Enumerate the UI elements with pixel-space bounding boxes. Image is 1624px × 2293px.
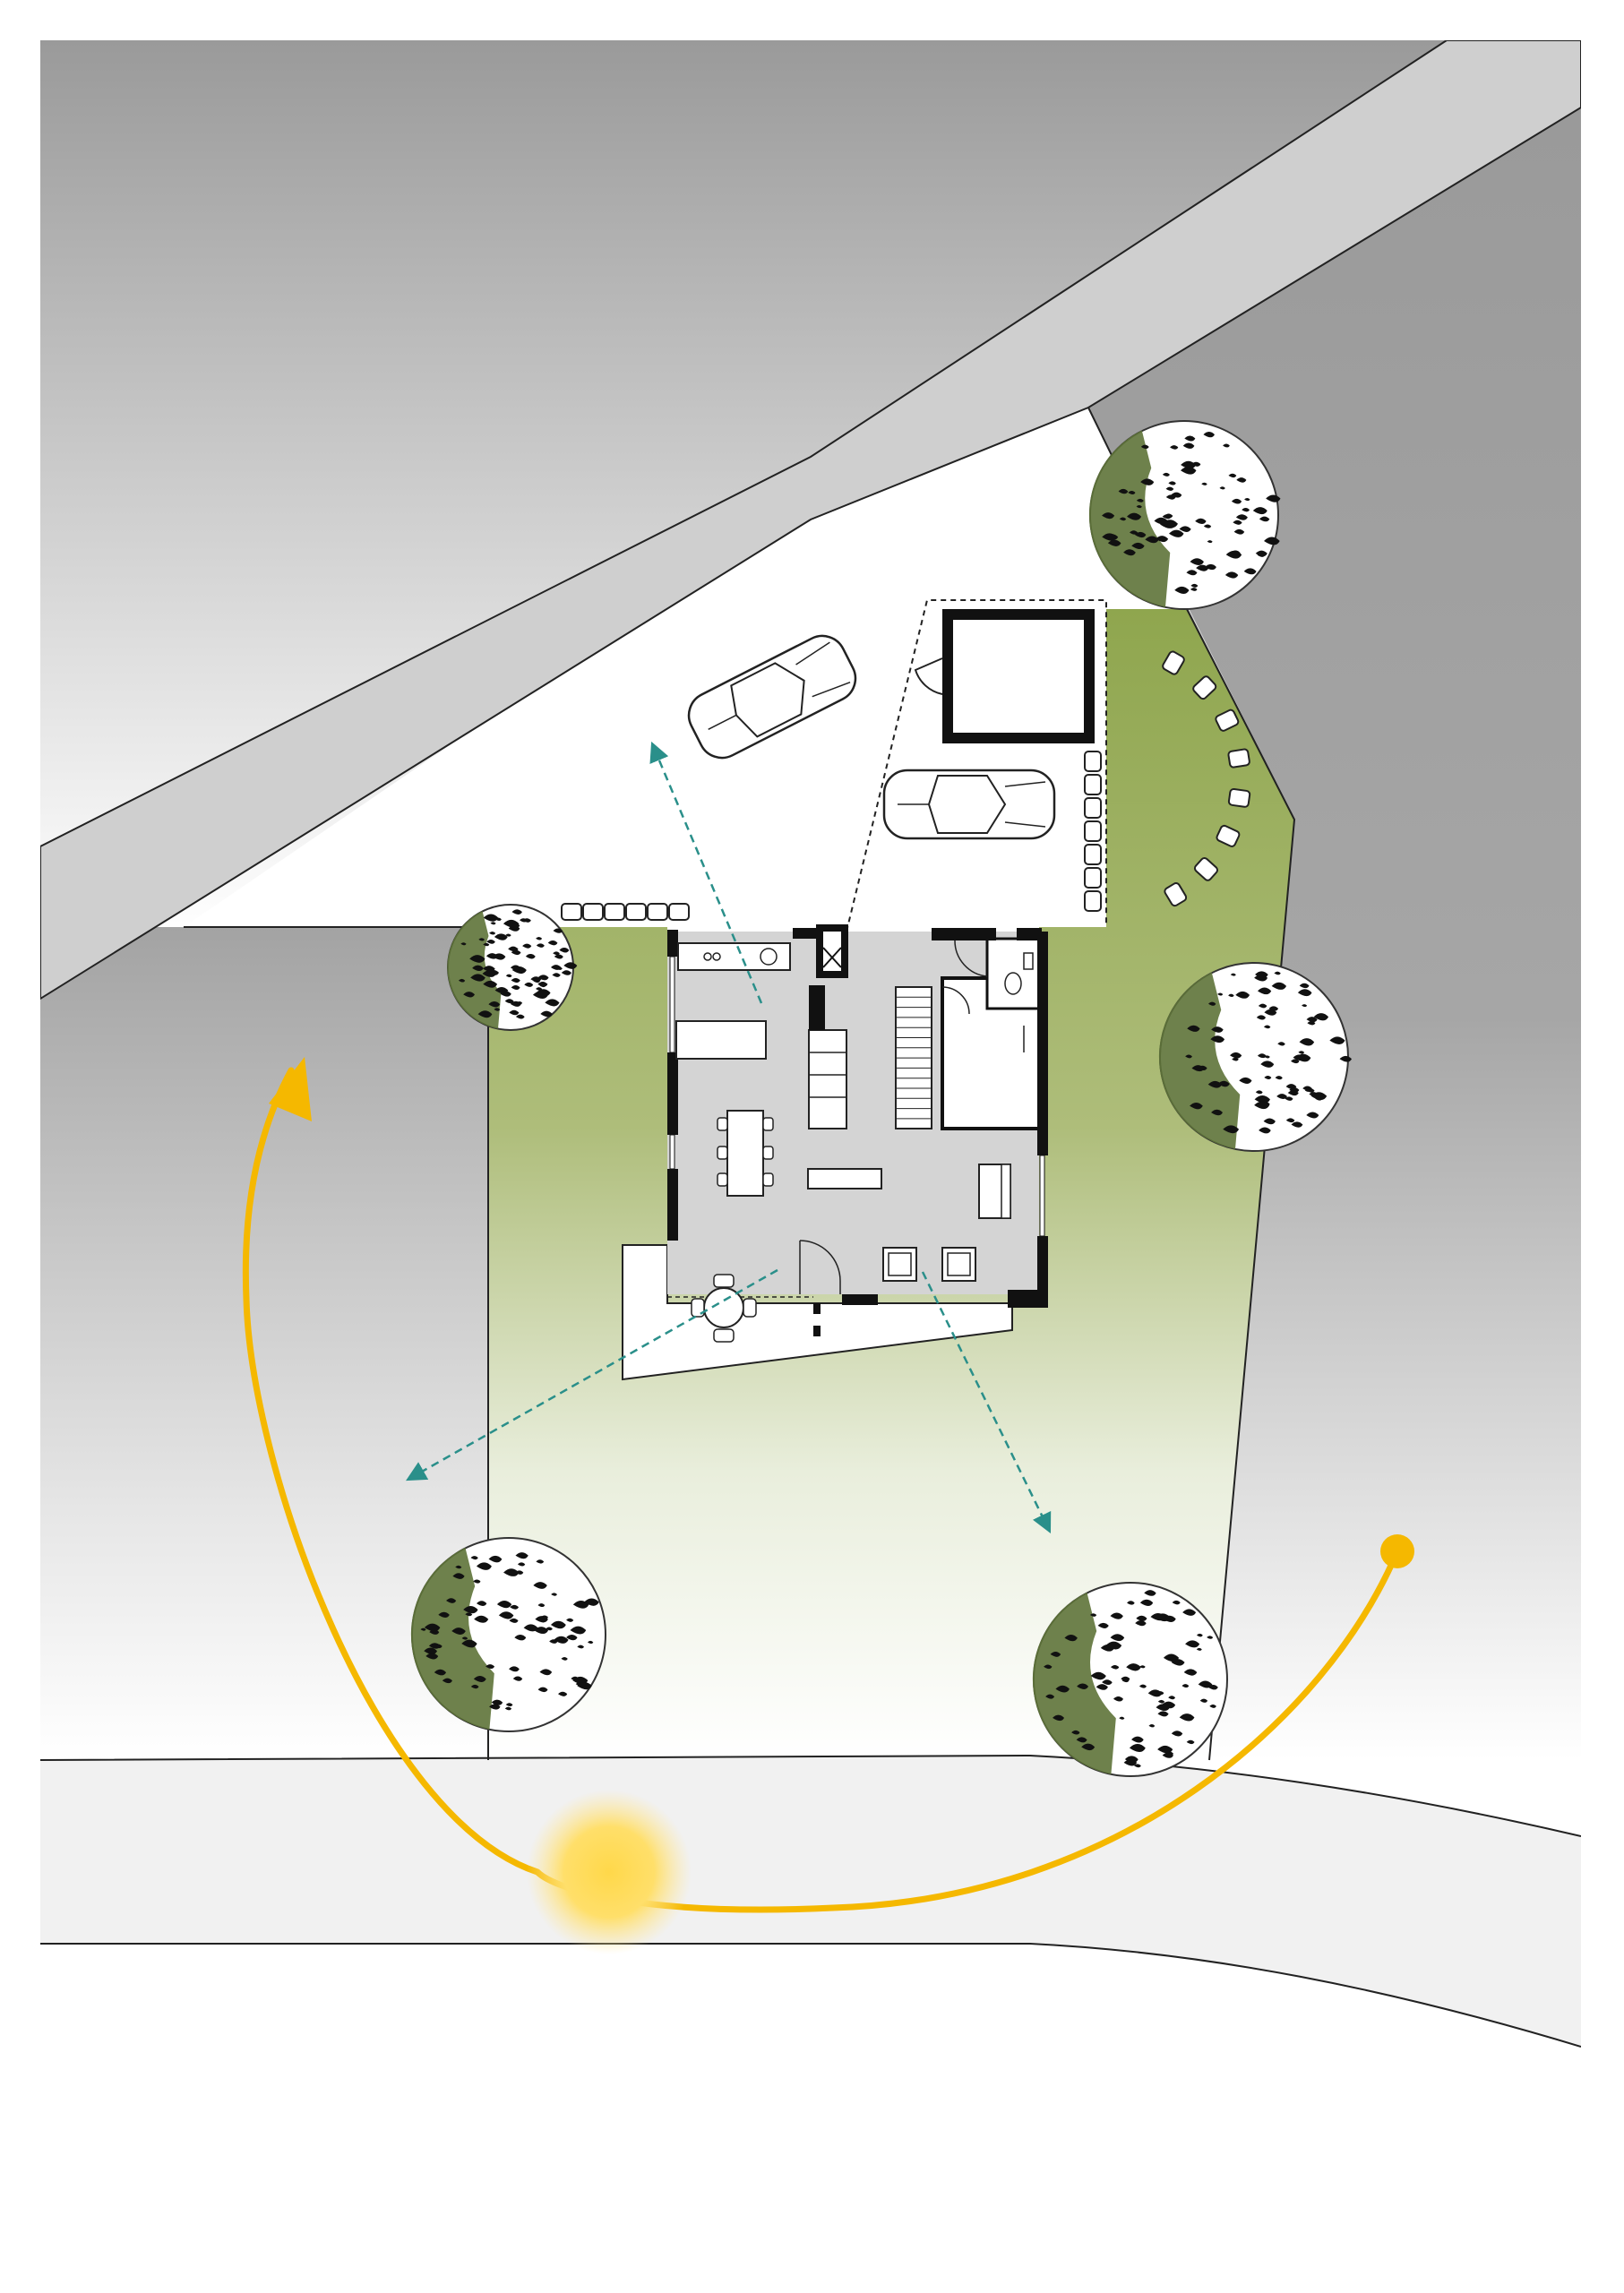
staircase bbox=[895, 986, 932, 1129]
shelving bbox=[808, 985, 847, 1129]
road-bottom bbox=[40, 1756, 1581, 2047]
shed-door-swing bbox=[914, 657, 943, 695]
road-top bbox=[40, 40, 1581, 1001]
car-icon bbox=[687, 634, 857, 760]
car-icon bbox=[882, 769, 1056, 840]
garden-shed bbox=[942, 609, 1095, 743]
tree-icon bbox=[1158, 962, 1352, 1152]
compass-arrow-icon bbox=[406, 1268, 778, 1481]
compass-arrow-icon bbox=[921, 1271, 1052, 1534]
carport-outline bbox=[846, 599, 1107, 932]
wc-fixtures bbox=[1004, 952, 1034, 1052]
armchairs bbox=[882, 1247, 976, 1282]
sun-icon bbox=[527, 1790, 692, 1954]
road-bottom-edge-bottom bbox=[40, 1943, 1581, 2048]
terrace-table bbox=[691, 1274, 757, 1343]
shaft bbox=[816, 924, 848, 978]
entrance-door-swing bbox=[954, 940, 988, 977]
garden bbox=[488, 609, 1294, 1760]
trees bbox=[410, 420, 1352, 1777]
terrace-door-swing bbox=[799, 1240, 841, 1294]
surroundings-left bbox=[40, 927, 488, 1760]
tree-icon bbox=[447, 904, 578, 1031]
tree-icon bbox=[1088, 420, 1281, 610]
tree-icon bbox=[1032, 1582, 1228, 1777]
house-walls bbox=[667, 928, 1048, 1336]
sun-path-start-dot bbox=[1380, 1534, 1414, 1568]
sofa bbox=[978, 1164, 1011, 1219]
tree-icon bbox=[410, 1537, 606, 1732]
dining-table bbox=[717, 1110, 774, 1197]
compass-arrow-icon bbox=[649, 741, 763, 1004]
hall-door-swing bbox=[941, 986, 970, 1015]
view-arrows bbox=[406, 741, 1052, 1534]
kitchen-counter bbox=[677, 942, 791, 971]
stepping-stones bbox=[561, 650, 1251, 921]
sideboard bbox=[807, 1168, 882, 1189]
kitchen-island bbox=[675, 1020, 767, 1060]
sun-path-arrowhead bbox=[269, 1057, 312, 1121]
